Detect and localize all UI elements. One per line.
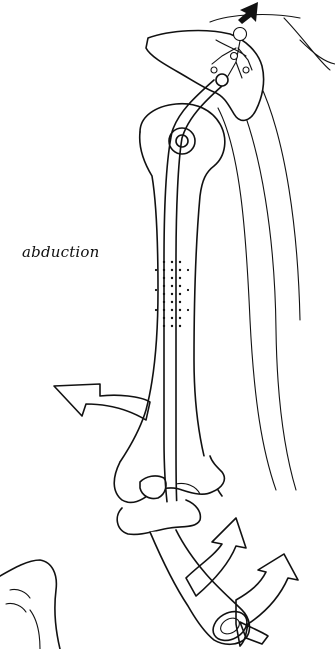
movement-label: abduction [22,243,100,261]
humerus [114,104,225,503]
torso-contour [0,560,60,649]
arrow-up-right-icon [238,2,258,24]
